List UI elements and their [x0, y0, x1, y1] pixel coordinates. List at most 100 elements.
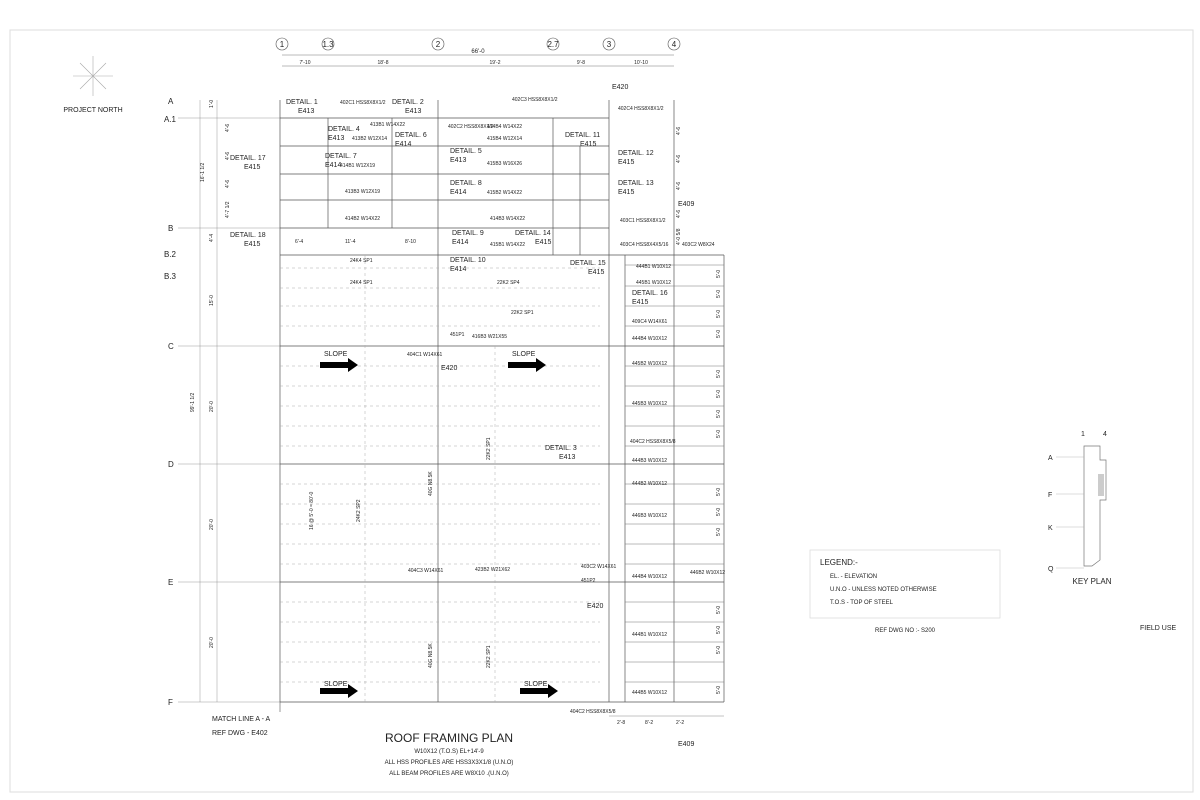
grid-top-1: 1 [280, 40, 285, 49]
svg-text:5'-0: 5'-0 [716, 626, 722, 634]
grid-left-B: B [168, 224, 173, 233]
svg-text:K: K [1048, 525, 1053, 532]
grid-left-B3: B.3 [164, 272, 177, 281]
svg-text:24K2 SP2: 24K2 SP2 [356, 499, 362, 522]
svg-text:20'-0: 20'-0 [209, 637, 215, 648]
svg-text:20'-0: 20'-0 [209, 519, 215, 530]
svg-text:4'-7 1/2: 4'-7 1/2 [225, 201, 231, 218]
grid-top-4: 4 [672, 40, 677, 49]
svg-text:5'-0: 5'-0 [716, 410, 722, 418]
svg-text:SLOPE: SLOPE [324, 681, 348, 688]
grid-left-B2: B.2 [164, 250, 177, 259]
svg-text:E420: E420 [587, 603, 603, 610]
top-dim-5: 10'-10 [634, 60, 648, 66]
grid-top-2-7: 2.7 [547, 40, 559, 49]
grid-left-C: C [168, 342, 174, 351]
svg-text:DETAIL. 7: DETAIL. 7 [325, 153, 357, 160]
field-use-label: FIELD USE [1140, 625, 1177, 632]
svg-text:444B3 W10X12: 444B3 W10X12 [632, 458, 667, 464]
svg-text:11'-4: 11'-4 [345, 239, 356, 245]
svg-text:40G N8.5K: 40G N8.5K [428, 471, 434, 496]
svg-text:SLOPE: SLOPE [524, 681, 548, 688]
slope-arrow-icon [520, 684, 558, 698]
svg-text:5'-0: 5'-0 [716, 646, 722, 654]
svg-text:E415: E415 [244, 164, 260, 171]
svg-text:403C2 W8X24: 403C2 W8X24 [682, 242, 715, 248]
left-dimension-lines [178, 100, 280, 703]
svg-text:4'-6: 4'-6 [676, 127, 682, 135]
svg-text:SLOPE: SLOPE [512, 351, 536, 358]
svg-text:T.O.S - TOP OF STEEL: T.O.S - TOP OF STEEL [830, 600, 894, 606]
svg-text:4: 4 [1103, 431, 1107, 438]
sheet-border [9, 29, 1194, 793]
svg-text:423B2 W21X62: 423B2 W21X62 [475, 567, 510, 573]
svg-text:40G N8.5K: 40G N8.5K [428, 643, 434, 668]
slope-arrow-icon [320, 684, 358, 698]
svg-text:445B2 W10X12: 445B2 W10X12 [632, 361, 667, 367]
svg-text:4'-0 5/8: 4'-0 5/8 [676, 228, 682, 245]
svg-text:F: F [1048, 492, 1052, 499]
svg-text:22K2 SP1: 22K2 SP1 [486, 437, 492, 460]
svg-text:DETAIL. 10: DETAIL. 10 [450, 257, 486, 264]
grid-top-2: 2 [436, 40, 441, 49]
svg-text:E415: E415 [580, 141, 596, 148]
svg-text:E415: E415 [618, 159, 634, 166]
grid-top: 1 1.3 2 2.7 3 4 [275, 37, 681, 51]
svg-text:415B3 W16X26: 415B3 W16X26 [487, 161, 522, 167]
joist-lines [280, 255, 600, 702]
slope-arrows: SLOPE SLOPE SLOPE SLOPE [320, 351, 558, 698]
svg-text:446B2 W10X12: 446B2 W10X12 [690, 570, 725, 576]
svg-text:2'-8: 2'-8 [617, 720, 625, 726]
svg-text:445B1 W10X12: 445B1 W10X12 [636, 280, 671, 286]
top-dim-2: 18'-8 [378, 60, 389, 66]
svg-text:444B4 W10X12: 444B4 W10X12 [632, 574, 667, 580]
svg-text:DETAIL. 15: DETAIL. 15 [570, 260, 606, 267]
svg-text:5'-0: 5'-0 [716, 290, 722, 298]
svg-text:4'-6: 4'-6 [676, 210, 682, 218]
svg-text:DETAIL. 1: DETAIL. 1 [286, 99, 318, 106]
svg-text:DETAIL. 17: DETAIL. 17 [230, 155, 266, 162]
right-bay-beams [625, 264, 724, 683]
svg-text:DETAIL. 12: DETAIL. 12 [618, 150, 654, 157]
svg-text:414B1 W12X19: 414B1 W12X19 [340, 163, 375, 169]
svg-text:E414: E414 [395, 141, 411, 148]
svg-text:5'-0: 5'-0 [716, 370, 722, 378]
project-north-label: PROJECT NORTH [63, 107, 122, 114]
svg-text:1'-0: 1'-0 [209, 100, 215, 108]
svg-text:Q: Q [1048, 566, 1054, 573]
top-dim-3: 19'-2 [490, 60, 501, 66]
svg-text:E415: E415 [618, 189, 634, 196]
svg-text:4'-6: 4'-6 [225, 124, 231, 132]
svg-text:5'-0: 5'-0 [716, 330, 722, 338]
slope-arrow-icon [320, 358, 358, 372]
svg-text:6'-4: 6'-4 [295, 239, 303, 245]
svg-text:414B4 W14X22: 414B4 W14X22 [487, 124, 522, 130]
svg-text:E415: E415 [244, 241, 260, 248]
top-dim-4: 9'-8 [577, 60, 585, 66]
svg-text:444B5 W10X12: 444B5 W10X12 [632, 690, 667, 696]
svg-text:DETAIL. 4: DETAIL. 4 [328, 126, 360, 133]
svg-text:DETAIL. 9: DETAIL. 9 [452, 230, 484, 237]
legend: LEGEND:- EL. - ELEVATION U.N.O - UNLESS … [809, 549, 1001, 634]
svg-text:U.N.O - UNLESS NOTED OTHERWISE: U.N.O - UNLESS NOTED OTHERWISE [830, 587, 937, 593]
svg-text:22K2 SP1: 22K2 SP1 [511, 310, 534, 316]
svg-text:KEY PLAN: KEY PLAN [1073, 577, 1112, 586]
ref-dwg-left: REF DWG - E402 [212, 730, 268, 737]
svg-text:5'-0: 5'-0 [716, 310, 722, 318]
svg-text:404C2 HSS8X8X5/8: 404C2 HSS8X8X5/8 [570, 709, 616, 715]
svg-text:414B2 W14X22: 414B2 W14X22 [345, 216, 380, 222]
grid-left-F: F [168, 698, 173, 707]
svg-text:413B3 W12X19: 413B3 W12X19 [345, 189, 380, 195]
svg-text:2'-2: 2'-2 [676, 720, 684, 726]
grid-left-A1: A.1 [164, 115, 177, 124]
svg-text:403C1 HSS8X8X1/2: 403C1 HSS8X8X1/2 [620, 218, 666, 224]
svg-text:22K2 SP1: 22K2 SP1 [486, 645, 492, 668]
svg-text:E413: E413 [328, 135, 344, 142]
svg-text:416B3 W21X55: 416B3 W21X55 [472, 334, 507, 340]
svg-text:446B3 W10X12: 446B3 W10X12 [632, 513, 667, 519]
structural-grid [279, 100, 725, 703]
svg-text:404C3 W14X61: 404C3 W14X61 [408, 568, 444, 574]
svg-text:5'-0: 5'-0 [716, 488, 722, 496]
svg-text:402C3 HSS8X8X1/2: 402C3 HSS8X8X1/2 [512, 97, 558, 103]
